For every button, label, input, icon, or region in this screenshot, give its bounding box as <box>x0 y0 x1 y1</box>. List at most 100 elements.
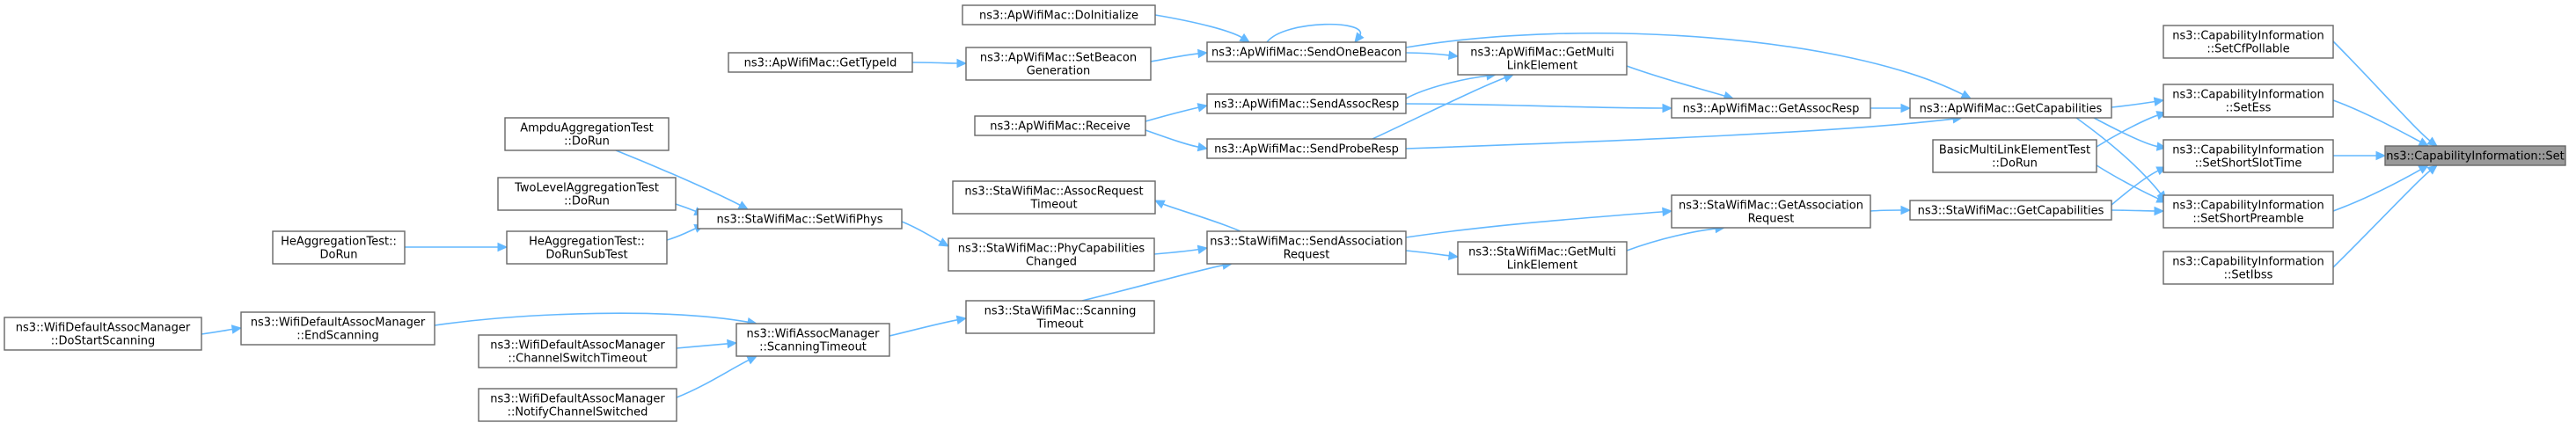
node-sendassocresp[interactable]: ns3::ApWifiMac::SendAssocResp <box>1206 93 1407 114</box>
node-label: AmpduAggregationTest <box>520 122 653 135</box>
node-box <box>1457 41 1628 76</box>
edge-wamscan-to-scantimeout <box>889 315 968 337</box>
edge-sendprobe-to-apgetcap <box>1405 114 1964 149</box>
node-label: DoRunSubTest <box>545 249 627 262</box>
node-setslot[interactable]: ns3::CapabilityInformation::SetShortSlot… <box>2163 139 2334 173</box>
node-box <box>478 388 677 422</box>
edge-apgetassoc-to-apgetcap <box>1870 103 1912 113</box>
node-label: DoRun <box>320 249 358 262</box>
node-wdamstart[interactable]: ns3::WifiDefaultAssocManager::DoStartSca… <box>4 317 202 351</box>
node-box <box>1932 139 2097 173</box>
node-box <box>948 237 1155 272</box>
node-label: ns3::ApWifiMac::SendProbeResp <box>1214 143 1399 157</box>
node-label: ns3::CapabilityInformation <box>2172 30 2324 43</box>
node-label: ns3::StaWifiMac::SetWifiPhys <box>716 214 882 227</box>
node-label: ns3::ApWifiMac::DoInitialize <box>979 10 1138 23</box>
node-label: LinkElement <box>1507 259 1577 273</box>
node-box <box>504 117 670 151</box>
node-label: ns3::WifiDefaultAssocManager <box>490 339 665 353</box>
node-setess[interactable]: ns3::CapabilityInformation::SetEss <box>2163 84 2334 118</box>
node-sendbeacon[interactable]: ns3::ApWifiMac::SendOneBeacon <box>1206 41 1407 62</box>
node-label: ::SetIbss <box>2224 269 2273 282</box>
node-stagetcap[interactable]: ns3::StaWifiMac::GetCapabilities <box>1909 200 2112 221</box>
node-wamscan[interactable]: ns3::WifiAssocManager::ScanningTimeout <box>735 323 890 357</box>
node-box <box>697 208 903 230</box>
edge-wdamnotify-to-wamscan <box>676 355 758 398</box>
node-label: ns3::ApWifiMac::GetTypeId <box>744 57 897 70</box>
node-wdamnotify[interactable]: ns3::WifiDefaultAssocManager::NotifyChan… <box>478 388 677 422</box>
node-setibss[interactable]: ns3::CapabilityInformation::SetIbss <box>2163 251 2334 285</box>
node-label: ns3::ApWifiMac::GetCapabilities <box>1920 103 2103 116</box>
node-box <box>1206 230 1407 265</box>
edge-sendassocreq-to-stagetassocreq <box>1405 207 1673 238</box>
node-label: ::SetShortSlotTime <box>2195 157 2302 171</box>
node-label: ::DoRun <box>564 135 610 149</box>
node-doinit[interactable]: ns3::ApWifiMac::DoInitialize <box>962 4 1156 26</box>
node-label: ::NotifyChannelSwitched <box>508 406 648 419</box>
node-label: ns3::WifiDefaultAssocManager <box>490 393 665 406</box>
node-gettypeid[interactable]: ns3::ApWifiMac::GetTypeId <box>728 52 913 73</box>
node-box <box>974 115 1146 136</box>
edge-bmle-to-setpre <box>2096 164 2168 203</box>
node-label: ns3::CapabilityInformation::Set <box>2386 150 2565 164</box>
node-bmle[interactable]: BasicMultiLinkElementTest::DoRun <box>1932 139 2097 173</box>
node-label: BasicMultiLinkElementTest <box>1939 144 2090 157</box>
node-label: ns3::StaWifiMac::GetMulti <box>1468 246 1616 259</box>
node-label: Request <box>1748 213 1795 226</box>
node-box <box>952 180 1156 215</box>
edge-apmulti-to-apgetassoc <box>1626 65 1735 101</box>
node-box <box>965 47 1152 81</box>
node-box <box>240 311 435 346</box>
node-setpre[interactable]: ns3::CapabilityInformation::SetShortPrea… <box>2163 194 2334 229</box>
node-label: ::DoRun <box>1992 157 2038 171</box>
node-label: ::SetEss <box>2226 102 2272 115</box>
graph-nodes: ns3::CapabilityInformation::Setns3::Capa… <box>4 4 2566 422</box>
node-label: ns3::StaWifiMac::AssocRequest <box>964 186 1143 199</box>
node-setwifiphys[interactable]: ns3::StaWifiMac::SetWifiPhys <box>697 208 903 230</box>
edge-setess-to-set <box>2332 99 2430 147</box>
node-sendprobe[interactable]: ns3::ApWifiMac::SendProbeResp <box>1206 138 1407 159</box>
node-box <box>965 300 1155 334</box>
node-receive[interactable]: ns3::ApWifiMac::Receive <box>974 115 1146 136</box>
edge-stagetassocreq-to-stagetcap <box>1870 205 1912 215</box>
node-apgetcap[interactable]: ns3::ApWifiMac::GetCapabilities <box>1909 98 2112 119</box>
node-hesub[interactable]: HeAggregationTest::DoRunSubTest <box>506 230 668 265</box>
node-wdamend[interactable]: ns3::WifiDefaultAssocManager::EndScannin… <box>240 311 435 346</box>
node-box <box>2163 84 2334 118</box>
node-label: ns3::ApWifiMac::SendOneBeacon <box>1211 47 1401 60</box>
node-box <box>2163 251 2334 285</box>
node-setcf[interactable]: ns3::CapabilityInformation::SetCfPollabl… <box>2163 25 2334 59</box>
node-box <box>272 230 406 265</box>
node-box <box>2163 25 2334 59</box>
edge-wdamstart-to-wdamend <box>201 324 243 335</box>
node-set[interactable]: ns3::CapabilityInformation::Set <box>2384 145 2566 166</box>
node-box <box>1909 200 2112 221</box>
node-label: ::EndScanning <box>296 330 378 343</box>
node-scantimeout[interactable]: ns3::StaWifiMac::ScanningTimeout <box>965 300 1155 334</box>
edge-apgetcap-to-setess <box>2111 97 2165 108</box>
node-twolevel[interactable]: TwoLevelAggregationTest::DoRun <box>497 177 677 211</box>
node-apgetassoc[interactable]: ns3::ApWifiMac::GetAssocResp <box>1671 98 1871 119</box>
edge-wdamchan-to-wamscan <box>676 339 738 349</box>
edge-setbeacon-to-sendbeacon <box>1150 48 1209 62</box>
node-hedorun[interactable]: HeAggregationTest::DoRun <box>272 230 406 265</box>
node-label: ns3::StaWifiMac::GetAssociation <box>1679 200 1863 213</box>
node-box <box>1457 241 1628 275</box>
edge-sendassocresp-to-apgetassoc <box>1405 103 1673 113</box>
edge-phycap-to-sendassocreq <box>1153 244 1209 255</box>
node-ampdu[interactable]: AmpduAggregationTest::DoRun <box>504 117 670 151</box>
edge-setibss-to-set <box>2332 164 2438 268</box>
edge-doinit-to-sendbeacon <box>1154 14 1251 43</box>
node-wdamchan[interactable]: ns3::WifiDefaultAssocManager::ChannelSwi… <box>478 334 677 368</box>
node-box <box>1909 98 2112 119</box>
node-label: Request <box>1284 249 1330 262</box>
node-label: ns3::ApWifiMac::SendAssocResp <box>1214 98 1399 112</box>
